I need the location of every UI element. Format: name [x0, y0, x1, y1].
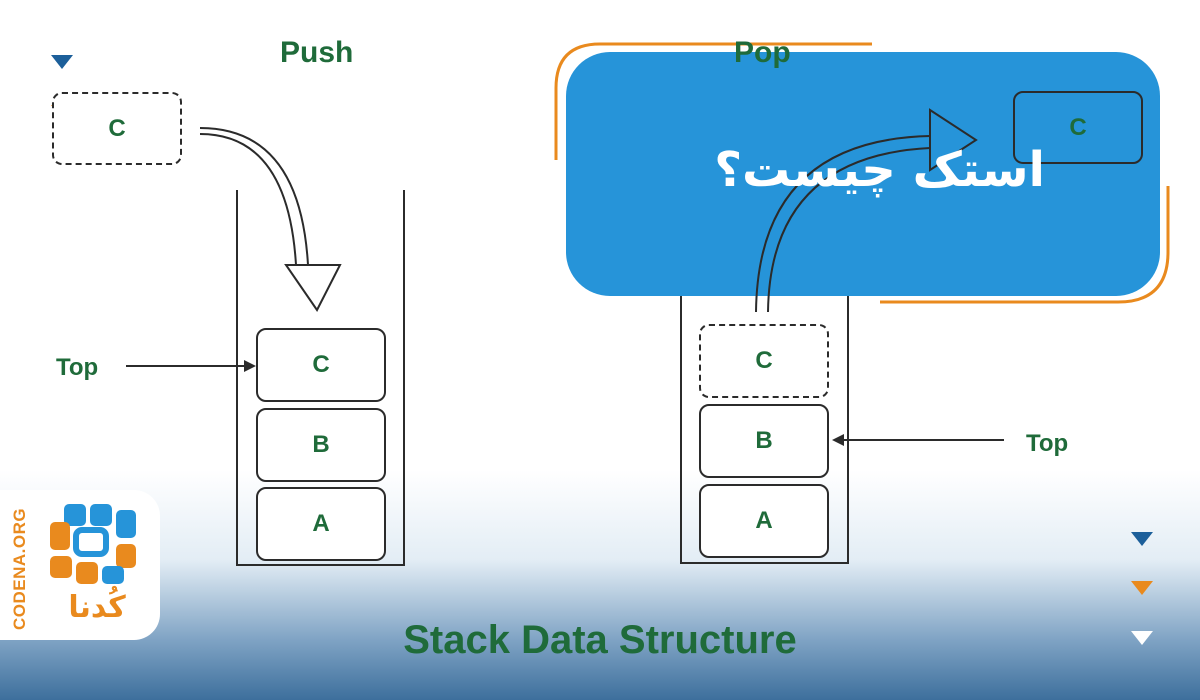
- pop-stack-item-a: A: [699, 484, 829, 558]
- diagram-title: Stack Data Structure: [403, 618, 797, 662]
- pop-stack-bottom: [680, 562, 849, 564]
- pop-heading: Pop: [734, 36, 791, 69]
- logo-domain: CODENA.ORG: [10, 507, 29, 630]
- push-top-label: Top: [56, 354, 99, 381]
- pop-stack-item-c: C: [699, 324, 829, 398]
- push-stack-item-b: B: [256, 408, 386, 482]
- logo-brand-text: کُدنا: [68, 590, 126, 625]
- outgoing-item-box: C: [1013, 91, 1143, 164]
- pop-top-label: Top: [1026, 430, 1069, 457]
- push-top-pointer-icon: [126, 360, 256, 372]
- incoming-item-box: C: [52, 92, 182, 165]
- codena-logo-icon: [50, 504, 136, 584]
- pop-stack-left-wall: [680, 186, 682, 564]
- push-stack-right-wall: [403, 190, 405, 566]
- push-arrow-icon: [199, 127, 342, 312]
- triangle-white-icon: [1131, 631, 1153, 645]
- pop-stack-item-b: B: [699, 404, 829, 478]
- banner-title: استک چیست؟: [714, 142, 1045, 198]
- push-stack-bottom: [236, 564, 405, 566]
- push-stack-item-a: A: [256, 487, 386, 561]
- push-heading: Push: [280, 36, 354, 69]
- pop-stack-right-wall: [847, 186, 849, 564]
- push-stack-left-wall: [236, 190, 238, 566]
- triangle-orange-icon: [1131, 581, 1153, 595]
- push-stack-item-c: C: [256, 328, 386, 402]
- pop-top-pointer-icon: [832, 434, 1004, 446]
- pop-arrow-icon: [755, 108, 978, 313]
- triangle-blue-icon: [51, 55, 73, 69]
- triangle-blue-icon: [1131, 532, 1153, 546]
